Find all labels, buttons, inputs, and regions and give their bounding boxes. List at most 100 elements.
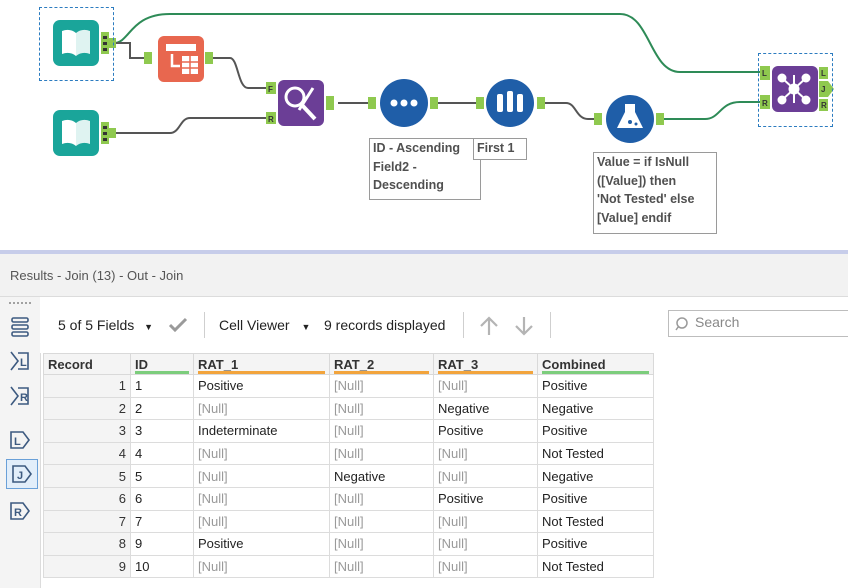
column-header-id[interactable]: ID (130, 353, 194, 375)
record-number-cell[interactable]: 5 (43, 464, 131, 488)
right-output-button[interactable]: R (8, 499, 32, 523)
table-cell[interactable]: 3 (130, 419, 194, 443)
table-cell[interactable]: [Null] (329, 509, 434, 534)
column-header-rat-1[interactable]: RAT_1 (193, 353, 330, 375)
column-header-rat-2[interactable]: RAT_2 (329, 353, 434, 375)
grip-handle[interactable] (8, 301, 32, 305)
join-output-button[interactable]: J (6, 459, 38, 489)
workflow-canvas[interactable]: F R (0, 0, 848, 250)
tool-formula[interactable] (594, 95, 664, 143)
search-box (668, 310, 848, 337)
table-cell[interactable]: 6 (130, 486, 194, 511)
tool-input-data-2[interactable] (53, 110, 116, 156)
tool-text-to-columns[interactable] (144, 36, 213, 82)
table-cell[interactable]: [Null] (433, 464, 538, 488)
table-cell[interactable]: 1 (130, 374, 194, 398)
arrow-down-icon[interactable] (513, 315, 535, 337)
tool-sample[interactable] (476, 79, 545, 127)
table-cell[interactable]: Positive (433, 419, 538, 443)
record-number-cell[interactable]: 6 (43, 486, 131, 511)
table-cell[interactable]: Positive (537, 419, 654, 443)
table-cell[interactable]: Positive (193, 532, 330, 556)
left-input-button[interactable]: L (8, 349, 32, 373)
table-cell[interactable]: [Null] (193, 464, 330, 488)
table-cell[interactable]: 9 (130, 532, 194, 556)
type-underline (438, 371, 533, 374)
table-cell[interactable]: 7 (130, 509, 194, 534)
right-input-button[interactable]: R (8, 384, 32, 408)
table-cell[interactable]: Positive (193, 374, 330, 398)
tool-input-data-1[interactable] (53, 20, 116, 66)
table-cell[interactable]: [Null] (193, 486, 330, 511)
tool-find-replace[interactable]: F R (266, 80, 334, 126)
anchor-r-label: R (762, 99, 768, 108)
table-cell[interactable]: [Null] (433, 532, 538, 556)
table-cell[interactable]: [Null] (329, 374, 434, 398)
table-cell[interactable]: Positive (537, 374, 654, 398)
table-cell[interactable]: Not Tested (537, 509, 654, 534)
record-number-cell[interactable]: 9 (43, 554, 131, 579)
arrow-up-icon[interactable] (478, 315, 500, 337)
table-cell[interactable]: 4 (130, 441, 194, 466)
table-cell[interactable]: [Null] (329, 419, 434, 443)
table-cell[interactable]: [Null] (193, 554, 330, 579)
table-cell[interactable]: Not Tested (537, 441, 654, 466)
table-cell[interactable]: Negative (537, 464, 654, 488)
column-header-combined[interactable]: Combined (537, 353, 654, 375)
table-cell[interactable]: Negative (537, 396, 654, 421)
table-cell[interactable]: [Null] (329, 486, 434, 511)
column-header-record[interactable]: Record (43, 353, 131, 375)
table-cell[interactable]: [Null] (433, 509, 538, 534)
anchor-l-label: L (762, 69, 767, 78)
table-cell[interactable]: Positive (537, 532, 654, 556)
tool-sort[interactable] (368, 79, 438, 127)
annotation-line: [Value] endif (597, 210, 672, 225)
table-cell[interactable]: Positive (433, 486, 538, 511)
table-cell[interactable]: [Null] (329, 532, 434, 556)
table-cell[interactable]: Not Tested (537, 554, 654, 579)
table-cell[interactable]: 10 (130, 554, 194, 579)
fields-selector[interactable]: 5 of 5 Fields ▼ (58, 317, 153, 333)
table-cell[interactable]: [Null] (329, 554, 434, 579)
table-cell[interactable]: [Null] (433, 374, 538, 398)
table-cell[interactable]: Positive (537, 486, 654, 511)
table-cell[interactable]: [Null] (193, 509, 330, 534)
table-cell[interactable]: [Null] (329, 396, 434, 421)
record-number-cell[interactable]: 8 (43, 532, 131, 556)
viewer-selector[interactable]: Cell Viewer ▼ (219, 317, 310, 333)
pane-splitter[interactable] (0, 250, 848, 254)
table-cell[interactable]: Negative (329, 464, 434, 488)
table-cell[interactable]: [Null] (433, 441, 538, 466)
table-cell[interactable]: Negative (433, 396, 538, 421)
column-header-rat-3[interactable]: RAT_3 (433, 353, 538, 375)
record-number-cell[interactable]: 1 (43, 374, 131, 398)
checkmark-icon[interactable] (168, 317, 188, 333)
table-cell[interactable]: 2 (130, 396, 194, 421)
record-number-cell[interactable]: 4 (43, 441, 131, 466)
table-cell[interactable]: Indeterminate (193, 419, 330, 443)
record-number-cell[interactable]: 2 (43, 396, 131, 421)
results-header: Results - Join (13) - Out - Join (0, 254, 848, 297)
table-cell[interactable]: [Null] (329, 441, 434, 466)
table-cell[interactable]: [Null] (193, 441, 330, 466)
grid-view-button[interactable] (8, 315, 32, 339)
table-cell[interactable]: [Null] (433, 554, 538, 579)
table-cell[interactable]: [Null] (193, 396, 330, 421)
tool-join[interactable]: L R L J R (760, 66, 834, 112)
search-input[interactable] (695, 314, 845, 330)
type-underline (198, 371, 325, 374)
record-number-cell[interactable]: 7 (43, 509, 131, 534)
table-cell[interactable]: 5 (130, 464, 194, 488)
left-output-button[interactable]: L (8, 428, 32, 452)
record-number-cell[interactable]: 3 (43, 419, 131, 443)
